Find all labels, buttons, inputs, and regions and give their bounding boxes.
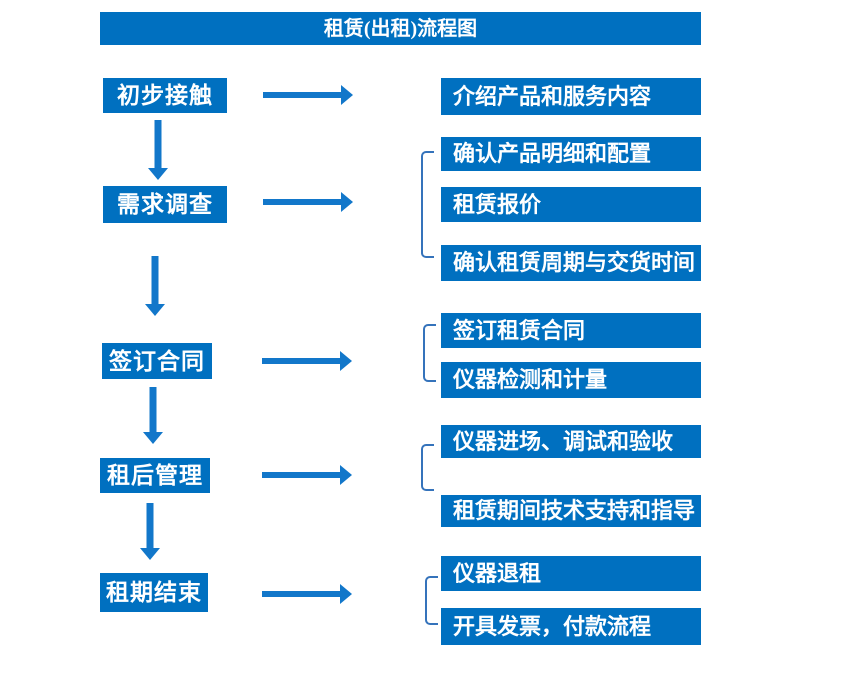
right-arrow-1 — [263, 84, 353, 106]
arrow-shaft — [263, 92, 342, 98]
arrowhead-down-icon — [145, 304, 165, 316]
step-box-rental-end: 租期结束 — [100, 573, 208, 612]
arrowhead-down-icon — [143, 432, 163, 444]
detail-box-instrument-inspection: 仪器检测和计量 — [441, 362, 701, 398]
step-box-post-rental-management: 租后管理 — [100, 458, 210, 493]
down-arrow-1 — [147, 120, 169, 180]
detail-box-instrument-return: 仪器退租 — [441, 556, 701, 591]
down-arrow-2 — [144, 256, 166, 316]
arrow-shaft — [263, 199, 342, 205]
arrow-shaft — [149, 387, 157, 433]
step-box-sign-contract: 签订合同 — [102, 343, 212, 379]
detail-box-invoice-payment: 开具发票，付款流程 — [441, 608, 701, 645]
group-bracket-sign-contract — [423, 324, 436, 382]
right-arrow-2 — [263, 191, 353, 213]
arrow-shaft — [262, 591, 341, 597]
group-bracket-post-rental — [421, 444, 434, 491]
arrowhead-right-icon — [341, 85, 353, 105]
flowchart-title: 租赁(出租)流程图 — [100, 12, 701, 45]
arrow-shaft — [262, 358, 341, 364]
arrow-shaft — [146, 503, 154, 549]
detail-box-tech-support: 租赁期间技术支持和指导 — [441, 495, 701, 527]
step-box-demand-survey: 需求调查 — [103, 186, 227, 223]
detail-box-sign-rental-contract: 签订租赁合同 — [441, 313, 701, 348]
arrowhead-right-icon — [340, 465, 352, 485]
detail-box-instrument-setup-acceptance: 仪器进场、调试和验收 — [441, 425, 701, 458]
detail-box-confirm-product-config: 确认产品明细和配置 — [441, 137, 701, 171]
group-bracket-demand-survey — [421, 151, 434, 258]
detail-box-intro-products: 介绍产品和服务内容 — [441, 78, 701, 115]
arrowhead-down-icon — [148, 168, 168, 180]
arrowhead-down-icon — [140, 548, 160, 560]
down-arrow-3 — [142, 387, 164, 444]
arrow-shaft — [262, 472, 341, 478]
down-arrow-4 — [139, 503, 161, 560]
arrowhead-right-icon — [341, 192, 353, 212]
detail-box-rental-quote: 租赁报价 — [441, 187, 701, 222]
right-arrow-5 — [262, 583, 352, 605]
detail-box-confirm-period-delivery: 确认租赁周期与交货时间 — [441, 245, 701, 281]
arrow-shaft — [151, 256, 159, 305]
arrowhead-right-icon — [340, 584, 352, 604]
step-box-initial-contact: 初步接触 — [103, 78, 227, 113]
arrow-shaft — [154, 120, 162, 169]
group-bracket-rental-end — [425, 576, 438, 625]
right-arrow-3 — [262, 350, 352, 372]
arrowhead-right-icon — [340, 351, 352, 371]
right-arrow-4 — [262, 464, 352, 486]
